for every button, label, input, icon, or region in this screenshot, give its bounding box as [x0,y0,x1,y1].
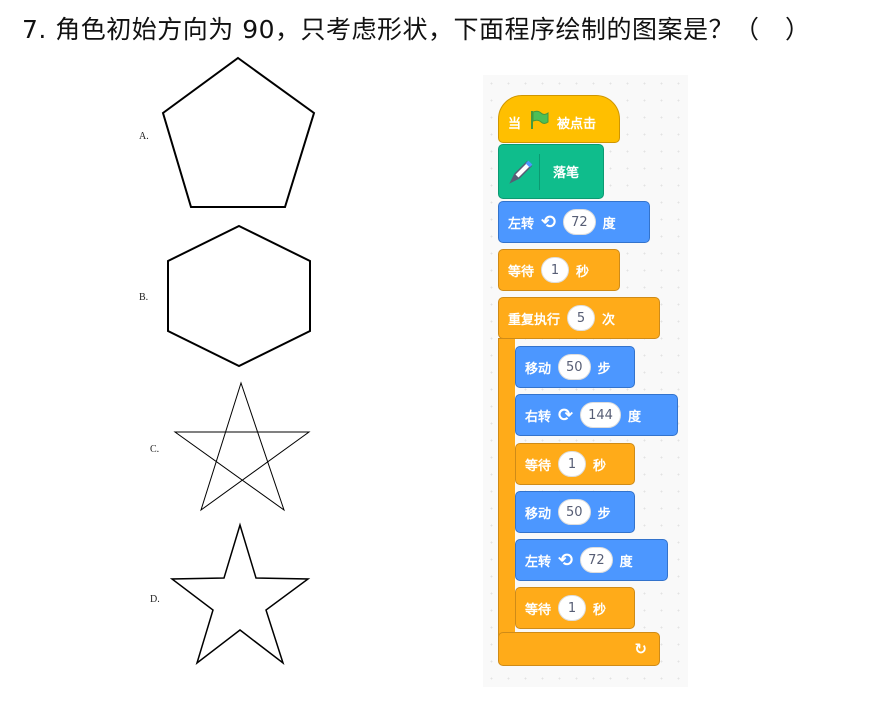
pen-down-label: 落笔 [553,166,580,181]
repeat-block-bottom: ↻ [498,632,660,666]
turn-left-label: 左转 [525,554,552,570]
when-label: 当 [508,116,522,132]
turn-right-degrees-input[interactable]: 144 [580,402,621,428]
when-flag-clicked-block[interactable]: 当 被点击 [498,95,620,143]
seconds-unit-label: 秒 [593,458,607,474]
wait-block-3[interactable]: 等待 1 秒 [515,587,635,629]
wait-label: 等待 [525,458,552,474]
rotate-left-icon: ⟲ [541,211,557,233]
option-a-pentagon [161,56,316,208]
option-d-label: D. [150,594,160,605]
wait-block-2[interactable]: 等待 1 秒 [515,443,635,485]
move-label: 移动 [525,506,552,522]
clicked-label: 被点击 [557,116,597,132]
turn-left-block-1[interactable]: 左转 ⟲ 72 度 [498,201,650,243]
wait-seconds-input[interactable]: 1 [558,595,587,621]
option-d-star [170,522,311,666]
option-b-hexagon [167,224,311,368]
wait-block-1[interactable]: 等待 1 秒 [498,249,620,291]
steps-unit-label: 步 [597,506,611,522]
turn-left-degrees-input[interactable]: 72 [563,209,596,235]
repeat-count-input[interactable]: 5 [567,305,596,331]
turn-left-degrees-input[interactable]: 72 [580,547,613,573]
wait-seconds-input[interactable]: 1 [541,257,570,283]
times-unit-label: 次 [602,312,616,328]
repeat-label: 重复执行 [508,312,561,328]
rotate-left-icon: ⟲ [558,549,574,571]
degrees-unit-label: 度 [619,554,633,570]
move-block-2[interactable]: 移动 50 步 [515,491,635,533]
option-c-label: C. [150,444,160,455]
seconds-unit-label: 秒 [593,602,607,618]
turn-left-block-2[interactable]: 左转 ⟲ 72 度 [515,539,668,581]
move-label: 移动 [525,361,552,377]
repeat-c-arm [498,338,515,640]
repeat-block[interactable]: 重复执行 5 次 [498,297,660,339]
turn-right-label: 右转 [525,409,552,425]
seconds-unit-label: 秒 [576,264,590,280]
wait-seconds-input[interactable]: 1 [558,451,587,477]
wait-label: 等待 [525,602,552,618]
pen-icon [503,153,540,190]
pen-down-block[interactable]: 落笔 [498,144,604,199]
option-a-label: A. [139,131,149,142]
question-text: 7. 角色初始方向为 90，只考虑形状，下面程序绘制的图案是？（ ） [22,15,811,44]
option-b-label: B. [139,292,149,303]
steps-unit-label: 步 [597,361,611,377]
wait-label: 等待 [508,264,535,280]
loop-arrow-icon: ↻ [634,640,647,658]
degrees-unit-label: 度 [602,216,616,232]
green-flag-icon [528,109,550,135]
move-block-1[interactable]: 移动 50 步 [515,346,635,388]
rotate-right-icon: ⟳ [558,404,574,426]
move-steps-input[interactable]: 50 [558,354,591,380]
move-steps-input[interactable]: 50 [558,499,591,525]
option-c-pentagram [173,381,311,512]
turn-left-label: 左转 [508,216,535,232]
turn-right-block[interactable]: 右转 ⟳ 144 度 [515,394,678,436]
degrees-unit-label: 度 [627,409,641,425]
